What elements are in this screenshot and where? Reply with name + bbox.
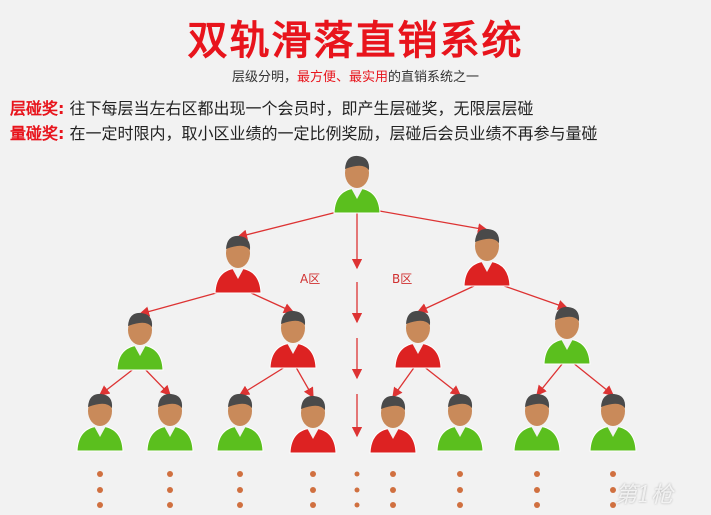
continuation-dot [457, 502, 463, 508]
subtitle-post: 的直销系统之一 [388, 70, 480, 85]
continuation-dot [167, 487, 173, 493]
continuation-dot [534, 487, 540, 493]
page-title: 双轨滑落直销系统 [187, 18, 524, 64]
continuation-dot [610, 487, 616, 493]
member-icon-green [513, 393, 561, 452]
continuation-dot [167, 471, 173, 477]
watermark: 第1枪 [615, 483, 673, 508]
continuation-dot [97, 471, 103, 477]
member-icon-red [269, 310, 317, 369]
continuation-dot [457, 487, 463, 493]
region-a-label: A区 [300, 272, 320, 286]
region-b-label: B区 [392, 272, 412, 286]
member-icon-green [146, 393, 194, 452]
continuation-dot [97, 487, 103, 493]
member-icon-red [394, 310, 442, 369]
continuation-dot [237, 502, 243, 508]
rule-layer-bonus-label: 层碰奖: [10, 99, 65, 118]
continuation-dot [534, 502, 540, 508]
continuation-dot [610, 502, 616, 508]
continuation-dot [354, 487, 360, 493]
rule-layer-bonus: 层碰奖: 往下每层当左右区都出现一个会员时，即产生层碰奖，无限层层碰 [10, 95, 534, 119]
member-icon-green [116, 312, 164, 371]
member-icon-red [289, 395, 337, 454]
continuation-dot [310, 471, 316, 477]
continuation-dot [97, 502, 103, 508]
member-icon-green [543, 306, 591, 365]
continuation-dot [534, 471, 540, 477]
continuation-dot [354, 502, 360, 508]
member-icon-red [214, 235, 262, 294]
continuation-dot [310, 502, 316, 508]
continuation-dot [237, 471, 243, 477]
continuation-dot [610, 471, 616, 477]
member-icon-green [216, 393, 264, 452]
continuation-dot [354, 471, 360, 477]
rule-layer-bonus-text: 往下每层当左右区都出现一个会员时，即产生层碰奖，无限层层碰 [69, 99, 534, 118]
member-icon-red [463, 228, 511, 287]
continuation-dot [237, 487, 243, 493]
rule-volume-bonus-text: 在一定时限内，取小区业绩的一定比例奖励，层碰后会员业绩不再参与量碰 [69, 124, 598, 143]
member-icon-green [589, 393, 637, 452]
member-icon-green [436, 393, 484, 452]
subtitle-highlight: 最方便、最实用 [296, 70, 388, 85]
continuation-dot [457, 471, 463, 477]
continuation-dot [390, 502, 396, 508]
rule-volume-bonus-label: 量碰奖: [10, 124, 65, 143]
subtitle: 层级分明，最方便、最实用的直销系统之一 [0, 66, 711, 85]
subtitle-pre: 层级分明， [231, 70, 297, 85]
member-icon-red [369, 395, 417, 454]
continuation-dot [390, 471, 396, 477]
continuation-dot [390, 487, 396, 493]
rule-volume-bonus: 量碰奖: 在一定时限内，取小区业绩的一定比例奖励，层碰后会员业绩不再参与量碰 [10, 120, 598, 144]
member-icon-green [76, 393, 124, 452]
continuation-dot [167, 502, 173, 508]
continuation-dot [310, 487, 316, 493]
member-icon-green [333, 155, 381, 214]
